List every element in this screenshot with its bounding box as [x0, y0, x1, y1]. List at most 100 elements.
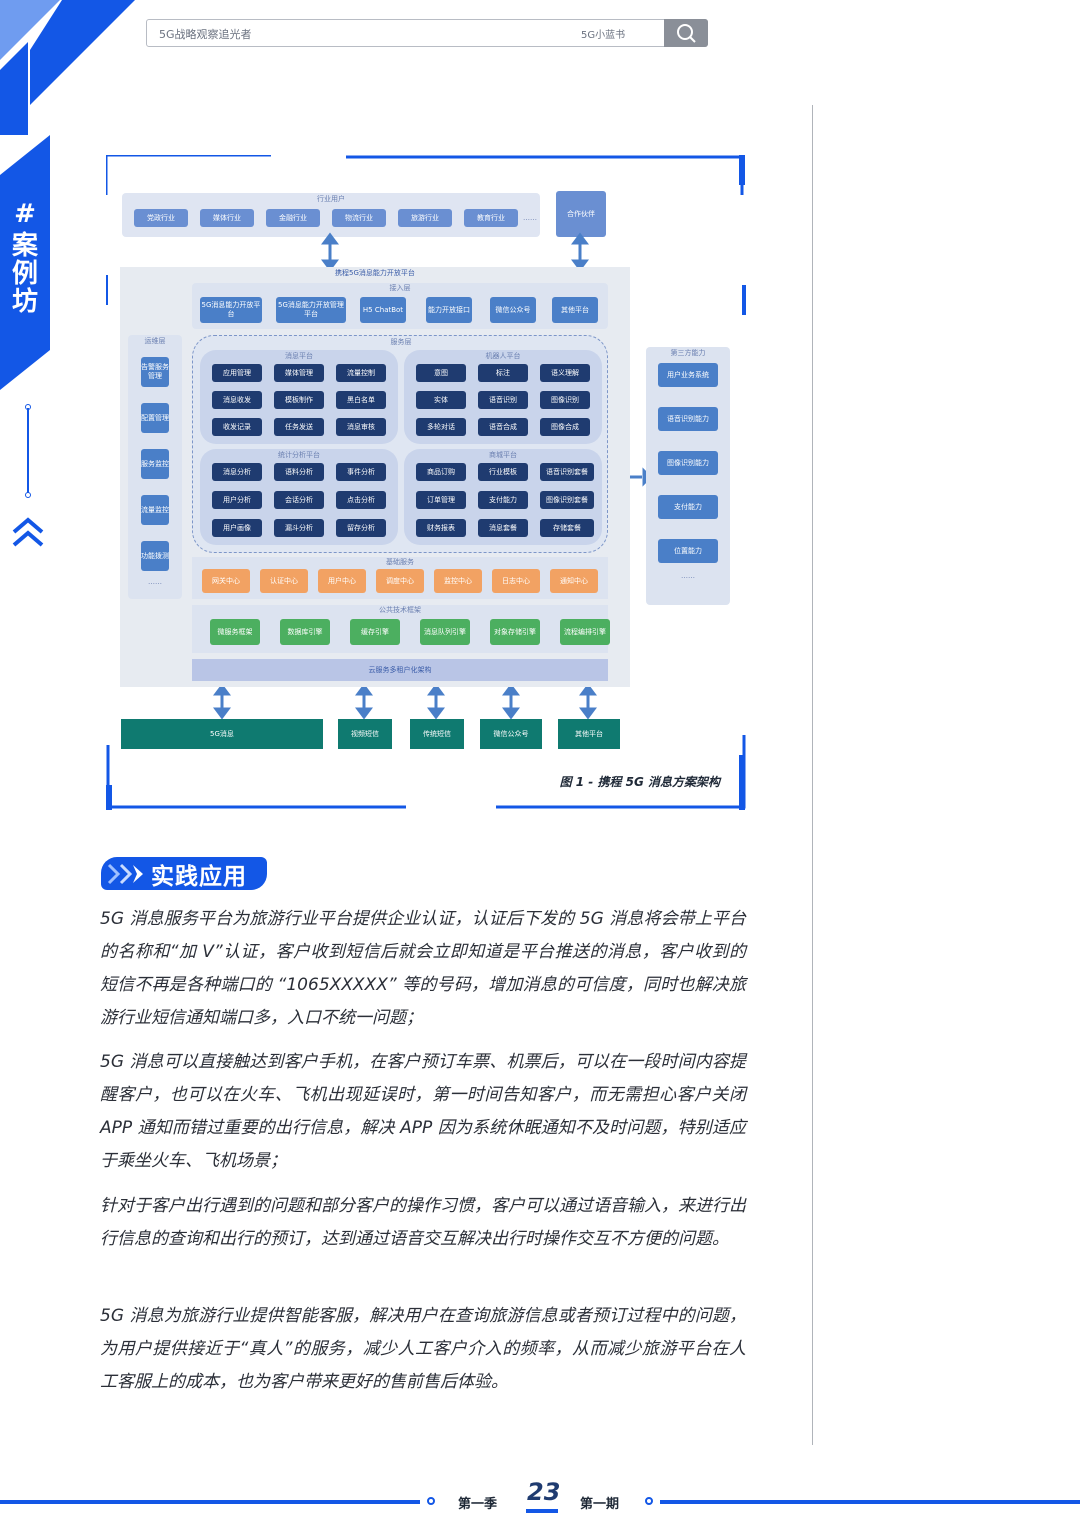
analysis-item: 漏斗分析 — [274, 519, 324, 537]
page-number-underline — [526, 1509, 558, 1513]
channel-5g-message: 5G消息 — [121, 719, 323, 749]
base-services-title: 基础服务 — [386, 558, 414, 566]
industry-users-title: 行业用户 — [317, 194, 345, 203]
msg-item: 模板制作 — [274, 391, 324, 409]
industry-users-group: 行业用户 党政行业 媒体行业 金融行业 物流行业 旅游行业 教育行业 …… — [122, 193, 540, 237]
tech-item: 消息队列引擎 — [420, 619, 470, 645]
robot-item: 语音合成 — [478, 418, 528, 436]
channel-wechat: 微信公众号 — [480, 719, 542, 749]
channel-sms: 传统短信 — [410, 719, 464, 749]
industry-item: 金融行业 — [266, 209, 320, 227]
robot-item: 图像合成 — [540, 418, 590, 436]
vertical-divider — [812, 105, 813, 1445]
tech-item: 缓存引擎 — [350, 619, 400, 645]
search-left-text: 5G战略观察追光者 — [159, 28, 252, 41]
robot-platform: 机器人平台 意图 标注 语义理解 实体 语音识别 图像识别 多轮对话 语音合成 … — [404, 350, 602, 444]
access-layer: 接入层 5G消息能力开放平台 5G消息能力开放管理平台 H5 ChatBot 能… — [192, 283, 608, 329]
section-title: 实践应用 — [151, 863, 247, 890]
footer-season: 第一季 — [458, 1497, 498, 1512]
base-service-item: 网关中心 — [202, 569, 250, 593]
platform-title: 携程5G消息能力开放平台 — [335, 268, 415, 277]
base-service-item: 认证中心 — [260, 569, 308, 593]
trade-item: 消息套餐 — [478, 519, 528, 537]
service-layer-title: 服务层 — [390, 338, 412, 346]
ops-item: 服务监控 — [141, 449, 169, 479]
footer-line-right — [660, 1500, 1080, 1504]
analysis-item: 消息分析 — [212, 463, 262, 481]
analysis-item: 语料分析 — [274, 463, 324, 481]
search-bar[interactable]: 5G战略观察追光者 5G小蓝书 — [146, 19, 708, 47]
access-item: 其他平台 — [552, 297, 598, 323]
access-item: 能力开放接口 — [426, 297, 472, 323]
industry-more: …… — [523, 213, 537, 222]
industry-item: 旅游行业 — [398, 209, 452, 227]
message-platform: 消息平台 应用管理 媒体管理 流量控制 消息收发 模板制作 黑白名单 收发记录 … — [200, 350, 398, 444]
paragraph-2: 5G 消息可以直接触达到客户手机，在客户预订车票、机票后，可以在一段时间内容提醒… — [100, 1052, 746, 1171]
side-tab-hash: # — [14, 199, 36, 229]
analysis-platform-title: 统计分析平台 — [278, 451, 320, 459]
search-right-text: 5G小蓝书 — [581, 30, 626, 41]
tech-item: 流程编排引擎 — [560, 619, 610, 645]
ops-layer: 运维层 告警服务管理 配置管理 服务监控 流量监控 功能拨测 …… — [128, 335, 182, 599]
msg-item: 媒体管理 — [274, 364, 324, 382]
robot-platform-title: 机器人平台 — [485, 352, 521, 360]
tech-item: 数据库引擎 — [280, 619, 330, 645]
msg-item: 消息收发 — [212, 391, 262, 409]
footer-dot-right — [645, 1497, 653, 1505]
analysis-item: 用户画像 — [212, 519, 262, 537]
figure-frame — [106, 155, 746, 810]
trade-platform-title: 商城平台 — [489, 451, 517, 459]
side-tab-label: # 案例坊 — [8, 200, 42, 316]
footer-dot-left — [427, 1497, 435, 1505]
access-item: 微信公众号 — [490, 297, 536, 323]
ops-item: 配置管理 — [141, 403, 169, 433]
trade-item: 商品订购 — [416, 463, 466, 481]
third-party-title: 第三方能力 — [670, 349, 706, 357]
robot-item: 意图 — [416, 364, 466, 382]
paragraph-3: 针对于客户出行遇到的问题和部分客户的操作习惯，客户可以通过语音输入，来进行出行信… — [100, 1196, 746, 1249]
industry-item: 物流行业 — [332, 209, 386, 227]
msg-item: 消息审核 — [336, 418, 386, 436]
trade-item: 支付能力 — [478, 491, 528, 509]
tech-framework-title: 公共技术框架 — [379, 606, 421, 614]
tech-item: 对象存储引擎 — [490, 619, 540, 645]
channel-other: 其他平台 — [558, 719, 620, 749]
industry-item: 教育行业 — [464, 209, 518, 227]
channel-video-sms: 视频短信 — [338, 719, 392, 749]
robot-item: 实体 — [416, 391, 466, 409]
access-item: H5 ChatBot — [360, 297, 406, 323]
third-party-item: 支付能力 — [658, 495, 718, 519]
base-service-item: 日志中心 — [492, 569, 540, 593]
footer-issue: 第一期 — [580, 1497, 620, 1512]
analysis-item: 用户分析 — [212, 491, 262, 509]
triple-chevron-icon — [107, 863, 143, 884]
figure-caption: 图 1 - 携程 5G 消息方案架构 — [559, 775, 720, 789]
double-chevron-up-icon — [12, 517, 44, 547]
trade-item: 图像识别套餐 — [540, 491, 594, 509]
analysis-item: 事件分析 — [336, 463, 386, 481]
base-service-item: 监控中心 — [434, 569, 482, 593]
search-icon — [677, 24, 696, 43]
third-party-group: 第三方能力 用户业务系统 语音识别能力 图像识别能力 支付能力 位置能力 …… — [646, 347, 730, 605]
trade-item: 财务报表 — [416, 519, 466, 537]
section-heading: 实践应用 — [101, 857, 267, 890]
infra-bar: 云服务多租户化架构 — [192, 659, 608, 681]
paragraph-4: 5G 消息为旅游行业提供智能客服，解决用户在查询旅游信息或者预订过程中的问题，为… — [100, 1306, 746, 1392]
base-service-item: 通知中心 — [550, 569, 598, 593]
robot-item: 语义理解 — [540, 364, 590, 382]
ops-item: 功能拨测 — [141, 541, 169, 571]
access-item: 5G消息能力开放管理平台 — [276, 297, 346, 323]
robot-item: 标注 — [478, 364, 528, 382]
msg-item: 应用管理 — [212, 364, 262, 382]
robot-item: 图像识别 — [540, 391, 590, 409]
third-party-more: …… — [681, 571, 695, 580]
side-line — [27, 408, 29, 496]
trade-item: 行业模板 — [478, 463, 528, 481]
search-button[interactable] — [664, 19, 708, 47]
trade-platform: 商城平台 商品订购 行业模板 语音识别套餐 订单管理 支付能力 图像识别套餐 财… — [404, 449, 602, 545]
base-services: 基础服务 网关中心 认证中心 用户中心 调度中心 监控中心 日志中心 通知中心 — [192, 557, 608, 599]
paragraph-1: 5G 消息服务平台为旅游行业平台提供企业认证，认证后下发的 5G 消息将会带上平… — [100, 909, 746, 1028]
side-dot-bottom — [25, 492, 31, 498]
corner-decoration — [0, 0, 135, 135]
analysis-item: 会话分析 — [274, 491, 324, 509]
